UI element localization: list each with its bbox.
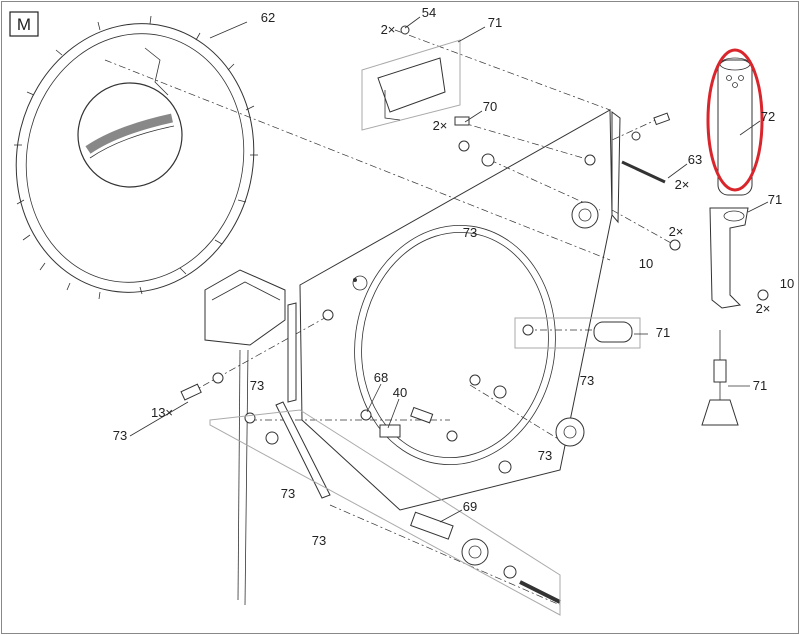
- callout-10-right: 10: [780, 276, 794, 291]
- callout-73-left: 73: [250, 378, 264, 393]
- section-letter: M: [17, 15, 31, 34]
- callout-10-qty: 2×: [669, 224, 684, 239]
- callout-68: 68: [374, 370, 388, 385]
- callout-70-qty: 2×: [433, 118, 448, 133]
- inset-box-middle: [514, 317, 641, 349]
- highlight-ring: [706, 48, 764, 192]
- alignment-lines: [104, 29, 681, 606]
- callout-73-far-left: 73: [113, 428, 127, 443]
- callout-labels: 62 54 2× 71 70 2× 72 63 2× 71 2× 10 10 2…: [113, 5, 794, 548]
- callout-54-qty: 2×: [381, 22, 396, 37]
- callout-73-upper: 73: [463, 225, 477, 240]
- callout-73-right: 73: [580, 373, 594, 388]
- gasket-ring: [14, 15, 258, 300]
- callout-13-qty: 13×: [151, 405, 173, 420]
- strips: [209, 302, 561, 616]
- callout-63: 63: [688, 152, 702, 167]
- section-badge: M: [9, 11, 39, 37]
- callout-73-lower-right: 73: [538, 448, 552, 463]
- gears: [379, 201, 599, 566]
- left-bracket: [204, 269, 286, 606]
- callout-71-right: 71: [768, 192, 782, 207]
- right-bracket: [709, 207, 749, 309]
- callout-71-top: 71: [488, 15, 502, 30]
- small-hardware: [180, 112, 769, 604]
- probe: [701, 330, 739, 426]
- callout-10: 10: [639, 256, 653, 271]
- callout-73-lower-left: 73: [281, 486, 295, 501]
- callout-54: 54: [422, 5, 436, 20]
- housing-panel: [299, 109, 621, 511]
- sensor-rod: [706, 48, 764, 196]
- callout-40: 40: [393, 385, 407, 400]
- top-bracket: [361, 25, 461, 131]
- callout-73-bottom: 73: [312, 533, 326, 548]
- callout-71-probe: 71: [753, 378, 767, 393]
- callout-72: 72: [761, 109, 775, 124]
- callout-69: 69: [463, 499, 477, 514]
- callout-10-right-qty: 2×: [756, 301, 771, 316]
- callout-62: 62: [261, 10, 275, 25]
- leader-lines: [129, 16, 769, 523]
- callout-71-middle: 71: [656, 325, 670, 340]
- callout-63-qty: 2×: [675, 177, 690, 192]
- callout-70: 70: [483, 99, 497, 114]
